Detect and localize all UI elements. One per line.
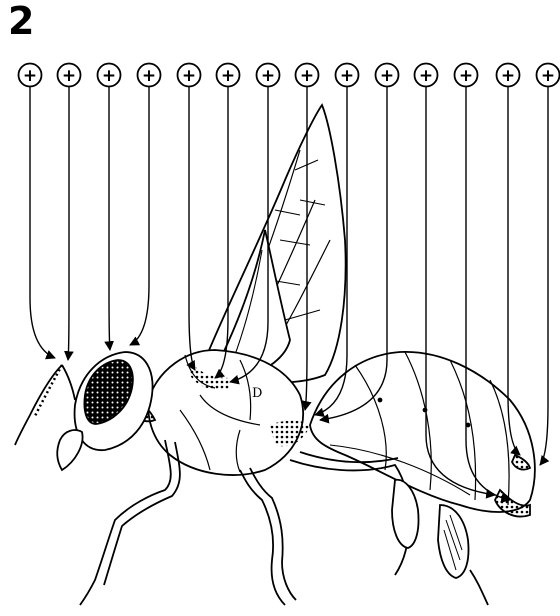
marker-arrow [68,87,69,361]
marker-plus-label: + [340,66,354,86]
head [57,352,152,470]
marker-arrow [130,87,149,346]
marker-arrow [30,87,55,359]
marker-plus-label: + [380,66,394,86]
marker-plus-label: + [501,66,515,86]
marker-plus-label: + [62,66,76,86]
abdomen [310,352,535,517]
marker-plus-label: + [419,66,433,86]
marker-plus-label: + [182,66,196,86]
marker-1: + [19,64,56,359]
marker-plus-label: + [142,66,156,86]
marker-plus-label: + [102,66,116,86]
marker-plus-label: + [459,66,473,86]
marker-plus-label: + [541,66,555,86]
marker-arrow [109,87,110,351]
marker-plus-label: + [221,66,235,86]
marker-arrow [189,87,195,371]
marker-14: + [537,64,560,466]
marker-5: + [178,64,201,371]
wing-cell-letter: D [252,386,262,401]
marker-plus-label: + [261,66,275,86]
marker-4: + [130,64,161,346]
marker-arrow [540,87,548,466]
marker-plus-label: + [23,66,37,86]
marker-2: + [58,64,81,361]
marker-3: + [98,64,121,351]
marker-plus-label: + [300,66,314,86]
